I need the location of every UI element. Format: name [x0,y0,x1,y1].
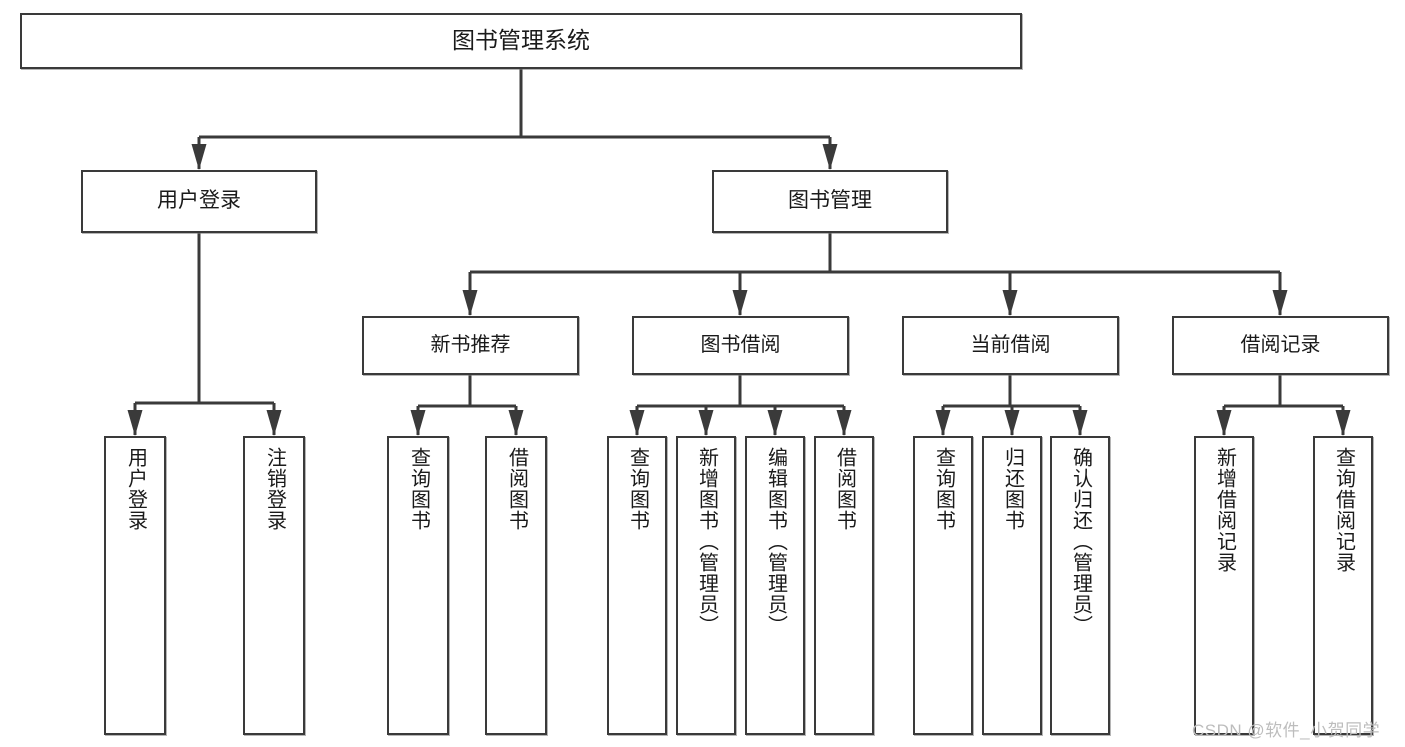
node-borrow-records[interactable]: 借阅记录 [1172,316,1389,375]
node-leaf-query-borrow-record-label: 查询借阅记录 [1332,447,1355,573]
node-leaf-query-borrow-record[interactable]: 查询借阅记录 [1313,436,1373,735]
node-current-borrow-label: 当前借阅 [970,333,1051,356]
node-leaf-logout-label: 注销登录 [263,447,286,531]
node-leaf-return-book[interactable]: 归还图书 [982,436,1042,735]
watermark-text: CSDN @软件_小贺同学 [1192,721,1381,740]
node-leaf-query-book-c[interactable]: 查询图书 [913,436,973,735]
node-book-management-label: 图书管理 [788,189,872,213]
node-leaf-edit-book-admin-label: 编辑图书（管理员） [764,447,787,636]
node-leaf-add-borrow-record-label: 新增借阅记录 [1213,447,1236,573]
node-leaf-edit-book-admin[interactable]: 编辑图书（管理员） [745,436,805,735]
node-leaf-confirm-return-admin-label: 确认归还（管理员） [1069,447,1092,636]
node-leaf-query-book-c-label: 查询图书 [932,447,955,531]
node-leaf-confirm-return-admin[interactable]: 确认归还（管理员） [1050,436,1110,735]
node-leaf-borrow-book-a[interactable]: 借阅图书 [485,436,547,735]
node-current-borrow[interactable]: 当前借阅 [902,316,1119,375]
node-leaf-logout[interactable]: 注销登录 [243,436,305,735]
node-leaf-borrow-book-a-label: 借阅图书 [505,447,528,531]
node-book-borrow-label: 图书借阅 [700,333,781,356]
node-borrow-records-label: 借阅记录 [1240,333,1321,356]
node-leaf-add-borrow-record[interactable]: 新增借阅记录 [1194,436,1254,735]
node-book-management[interactable]: 图书管理 [712,170,948,233]
node-root[interactable]: 图书管理系统 [20,13,1022,69]
node-leaf-query-book-a[interactable]: 查询图书 [387,436,449,735]
node-leaf-add-book-admin-label: 新增图书（管理员） [695,447,718,636]
node-leaf-return-book-label: 归还图书 [1001,447,1024,531]
node-leaf-user-login-label: 用户登录 [124,447,147,531]
node-leaf-user-login[interactable]: 用户登录 [104,436,166,735]
node-leaf-query-book-a-label: 查询图书 [407,447,430,531]
node-root-label: 图书管理系统 [452,27,590,54]
node-new-book-recommend-label: 新书推荐 [430,333,511,356]
node-leaf-add-book-admin[interactable]: 新增图书（管理员） [676,436,736,735]
node-leaf-query-book-b-label: 查询图书 [626,447,649,531]
node-new-book-recommend[interactable]: 新书推荐 [362,316,579,375]
node-leaf-borrow-book-b[interactable]: 借阅图书 [814,436,874,735]
node-user-login[interactable]: 用户登录 [81,170,317,233]
node-book-borrow[interactable]: 图书借阅 [632,316,849,375]
node-user-login-label: 用户登录 [157,189,241,213]
node-leaf-borrow-book-b-label: 借阅图书 [833,447,856,531]
node-leaf-query-book-b[interactable]: 查询图书 [607,436,667,735]
